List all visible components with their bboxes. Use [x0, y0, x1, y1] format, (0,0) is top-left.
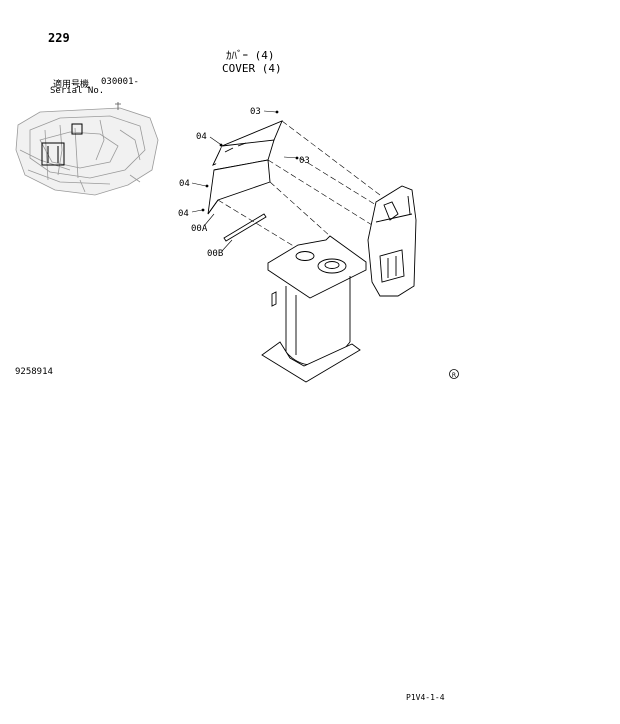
- part-label-00b: 00B: [207, 249, 223, 259]
- registered-mark: R: [449, 369, 459, 379]
- part-label-03-right: 03: [299, 156, 310, 166]
- serial-value: 030001-: [101, 77, 139, 87]
- thumbnail-marker: [115, 102, 121, 110]
- cover-panel: [207, 120, 283, 215]
- bracket: [367, 185, 417, 297]
- part-label-00a: 00A: [191, 224, 208, 234]
- part-label-04-upper: 04: [196, 132, 207, 142]
- machine-thumbnail: [15, 107, 159, 196]
- seal-strip: [223, 213, 267, 242]
- svg-text:R: R: [452, 372, 456, 379]
- title-japanese: ｶﾊﾞｰ (4): [226, 49, 275, 62]
- part-label-03-top: 03: [250, 107, 261, 117]
- tank-assembly: [261, 235, 367, 383]
- document-number: 9258914: [15, 367, 53, 377]
- page-code: P1V4-1-4: [406, 693, 445, 702]
- serial-label-english: Serial No.: [50, 86, 105, 96]
- page-number: 229: [48, 31, 70, 45]
- phantom-lines: [217, 120, 381, 251]
- thumbnail-highlight: [41, 123, 83, 166]
- part-label-04-middle: 04: [179, 179, 190, 189]
- serial-label-japanese: 適用号機: [53, 80, 90, 90]
- title-english: COVER (4): [222, 62, 282, 75]
- bolt-dots: [201, 110, 299, 212]
- part-label-04-lower: 04: [178, 209, 189, 219]
